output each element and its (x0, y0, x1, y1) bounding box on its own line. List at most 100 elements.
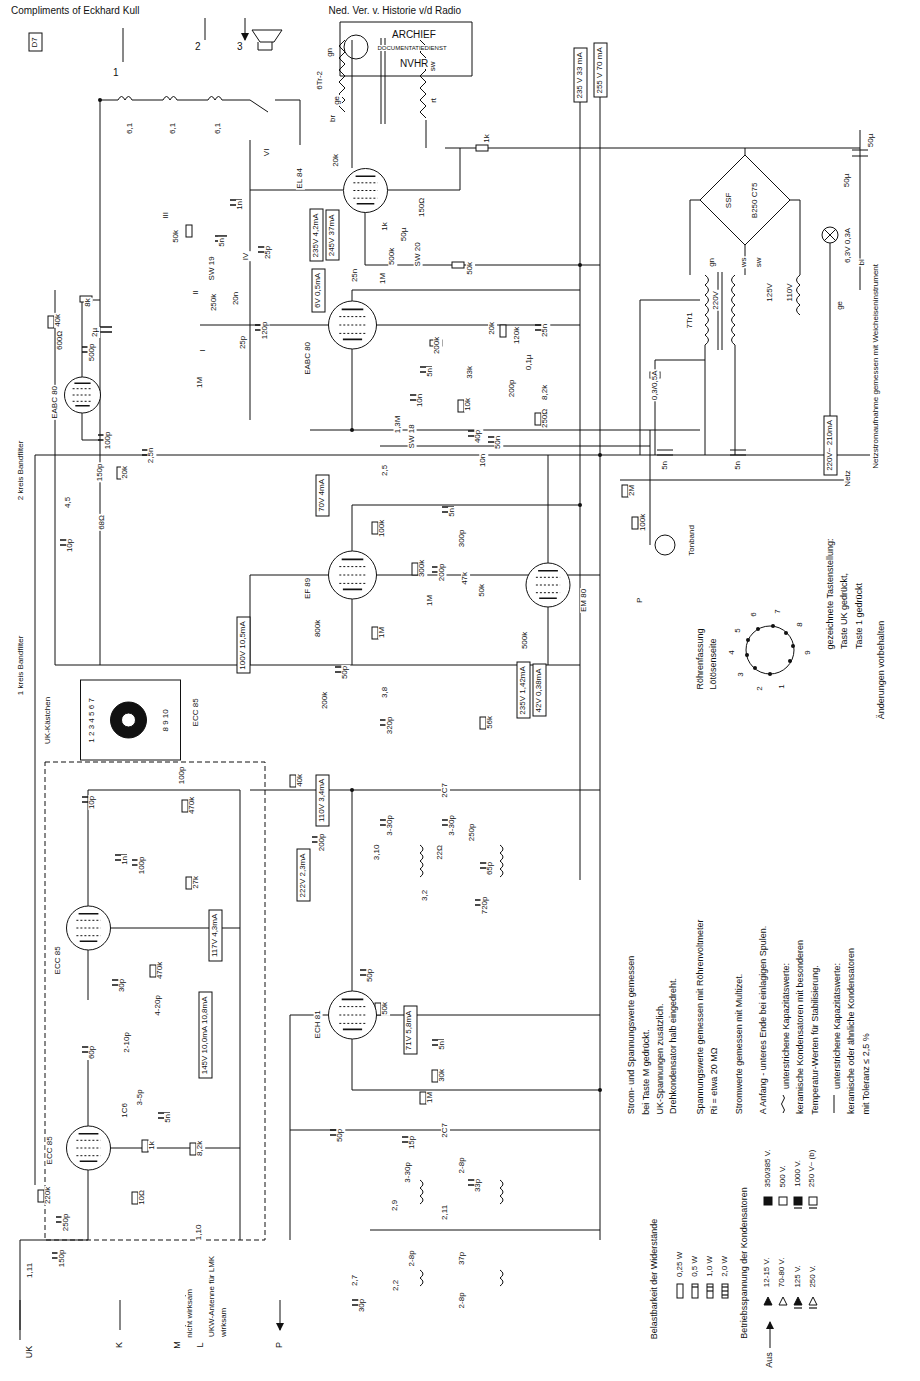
tube-symbol: EF 89 (302, 549, 379, 602)
schematic-label: 50k (381, 1000, 390, 1015)
schematic-label: 220V (711, 290, 720, 311)
schematic-label: 50µ (867, 132, 876, 148)
schematic-label: 3 (737, 671, 746, 677)
schematic-label: 2-8p (458, 1291, 467, 1309)
node-outline (294, 165, 390, 215)
schematic-label: 200p (318, 832, 327, 852)
schematic-label: Spannungswerte gemessen mit Röhrenvoltme… (695, 918, 705, 1115)
module-box: UK-Kästchen1 2 3 4 5 6 7ECC 858 9 10 (42, 678, 203, 762)
schematic-label: 120p (261, 320, 270, 340)
schematic-label: 5n (734, 459, 743, 470)
schematic-label: 0,1µ (525, 353, 534, 371)
schematic-label: 2-8p (458, 1156, 467, 1174)
measurement-box: 255 V 70 mA (592, 41, 609, 99)
schematic-label: 2-10p (123, 1031, 132, 1053)
node-text: B250 C75 (751, 181, 760, 219)
capacitor-symbols (52, 200, 547, 1305)
node-text: 235V 1,42mA (519, 665, 528, 715)
schematic-label: M (173, 1340, 183, 1350)
schematic-label: 320p (386, 715, 395, 735)
schematic-label: 1n (236, 199, 245, 210)
schematic-label: Temperatur-Werten für Stabilisierung. (810, 964, 820, 1115)
schematic-label: 500k (521, 630, 530, 649)
schematic-label: 125V (765, 282, 774, 303)
schematic-label: 50k (478, 582, 487, 597)
schematic-label: 2,5n (147, 446, 156, 464)
schematic-label: I (199, 348, 208, 352)
schematic-label: 30p (118, 977, 127, 992)
measurement-box: D7 (27, 31, 44, 53)
schematic-label: 50k (172, 228, 181, 243)
schematic-label: 4,5 (64, 495, 73, 508)
schematic-label: 600Ω (56, 329, 65, 350)
schematic-label: 50p (366, 967, 375, 982)
schematic-label: III (161, 211, 170, 220)
schematic-label: 250p (62, 1212, 71, 1232)
schematic-label: Strom- und Spannungswerte gemessen (627, 954, 637, 1115)
schematic-label: 6,1 (214, 121, 223, 134)
schematic-label: 10k (464, 396, 473, 411)
schematic-label: 300k (418, 558, 427, 577)
measurement-box: 222V 2,3mA (295, 847, 312, 903)
schematic-label: 3-30p (404, 1161, 413, 1183)
schematic-label: 6Tr-2 (316, 69, 325, 90)
schematic-label: 7Tr1 (686, 311, 695, 329)
schematic-label: 150p (96, 462, 105, 482)
node-text: ECC 85 (192, 697, 201, 727)
measurement-box: 117V 4,3mA (207, 908, 224, 963)
schematic-label: 5n (218, 236, 227, 247)
schematic-label: 10p (88, 794, 97, 809)
tube-symbol: EM 80 (524, 561, 591, 615)
node-text: 100V 10,5mA (239, 620, 248, 670)
node-text: ECH 81 (314, 1009, 323, 1039)
schematic-label: 500p (88, 342, 97, 362)
measurement-box: 145V 10,0mA 10,8mA (197, 990, 214, 1080)
schematic-label: 1,11 (26, 1261, 35, 1278)
measurement-box: 235 V 33 mA (572, 46, 589, 104)
legend-symbol (806, 1193, 820, 1211)
schematic-label: 50µ (843, 172, 852, 188)
schematic-label: 2C7 (440, 1122, 449, 1139)
schematic-label: ws (740, 256, 749, 268)
schematic-label: 720p (481, 895, 490, 915)
node-text: 8 9 10 (162, 708, 171, 732)
legend-symbol (791, 1193, 805, 1211)
legend-text: 350/385 V. (764, 1148, 773, 1188)
schematic-label: II (192, 289, 201, 295)
schematic-label: 3 (236, 41, 244, 52)
schematic-label: 40k (54, 312, 63, 327)
node-text: 235V 4,2mA (312, 212, 321, 258)
node-text: UK-Kästchen (44, 695, 53, 744)
rectifier-bridge: SSFB250 C75 (698, 153, 792, 247)
measurement-box: 110V 3,4mA (314, 773, 331, 828)
schematic-label: bl (858, 258, 867, 266)
schematic-label: gn (326, 46, 335, 57)
schematic-label: P (275, 1341, 285, 1349)
schematic-label: UK (25, 1345, 35, 1360)
schematic-label: 20n (232, 290, 241, 305)
legend-text: 1,0 W (706, 1255, 715, 1278)
schematic-label: 68Ω (98, 513, 107, 530)
node-text: EABC 80 (51, 384, 60, 419)
schematic-label: 470k (156, 960, 165, 979)
node-text: ECC 85 (54, 945, 63, 975)
schematic-label: 150Ω (418, 196, 427, 217)
schematic-label: 1M (196, 375, 205, 388)
schematic-label: SW 18 (408, 423, 417, 449)
node-text: EF 89 (304, 576, 313, 599)
schematic-label: ge (333, 94, 342, 105)
schematic-label: 7 (774, 608, 783, 614)
schematic-label: 65p (486, 860, 495, 875)
node-text: 245V 37mA (328, 213, 337, 257)
schematic-label: 100k (378, 518, 387, 537)
schematic-label: 8k (84, 297, 93, 307)
schematic-label: 2 (194, 41, 202, 52)
schematic-label: Netzstromaufnahme gemessen mit Weicheise… (872, 263, 881, 470)
schematic-label: keramische Kondensatoren mit besonderen (796, 939, 806, 1115)
schematic-label: 22Ω (436, 843, 445, 860)
schematic-label: 1,3M (394, 414, 403, 434)
schematic-label: 5 (734, 627, 743, 633)
schematic-label: br (329, 113, 338, 122)
schematic-label: VI (263, 147, 272, 157)
schematic-label: 20k (488, 320, 497, 335)
